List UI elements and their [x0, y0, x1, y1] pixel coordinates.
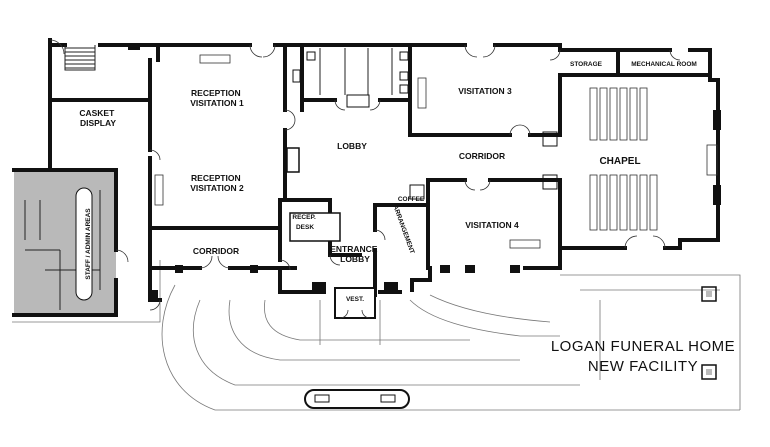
label-visitation-4: VISITATION 4 [465, 220, 519, 230]
label-reception-visitation-1: RECEPTION VISITATION 1 [190, 88, 244, 108]
label-casket-display: CASKET DISPLAY [79, 108, 116, 128]
title-line-1: LOGAN FUNERAL HOME [551, 338, 735, 355]
site-box [701, 286, 717, 302]
site-box [701, 364, 717, 380]
label-storage: STORAGE [570, 61, 603, 68]
label-corridor-east: CORRIDOR [459, 151, 505, 161]
label-staff-admin-areas: STAFF / ADMIN AREAS [85, 208, 92, 280]
site-driveway [12, 260, 741, 411]
vestibule [334, 287, 376, 319]
label-visitation-3: VISITATION 3 [458, 86, 512, 96]
label-recep-desk: RECEP. DESK [292, 214, 317, 231]
label-chapel: CHAPEL [599, 156, 640, 167]
restroom-fixtures [286, 48, 409, 173]
stair [64, 45, 96, 71]
chapel-pews [589, 87, 721, 231]
door-swings [49, 39, 681, 311]
label-lobby: LOBBY [337, 141, 367, 151]
facade-columns [128, 44, 520, 298]
label-entrance-lobby: ENTRANCE LOBBY [330, 244, 380, 264]
label-coffee: COFFEE [398, 196, 425, 203]
label-vestibule: VEST. [346, 296, 364, 303]
label-arrangement: ARRANGEMENT [391, 204, 415, 255]
label-mechanical-room: MECHANICAL ROOM [631, 61, 697, 68]
label-reception-visitation-2: RECEPTION VISITATION 2 [190, 173, 244, 193]
title-line-2: NEW FACILITY [588, 358, 698, 375]
room-furniture [154, 54, 558, 249]
label-corridor-west: CORRIDOR [193, 246, 239, 256]
staff-admin-block [12, 168, 118, 317]
planter [304, 389, 410, 409]
